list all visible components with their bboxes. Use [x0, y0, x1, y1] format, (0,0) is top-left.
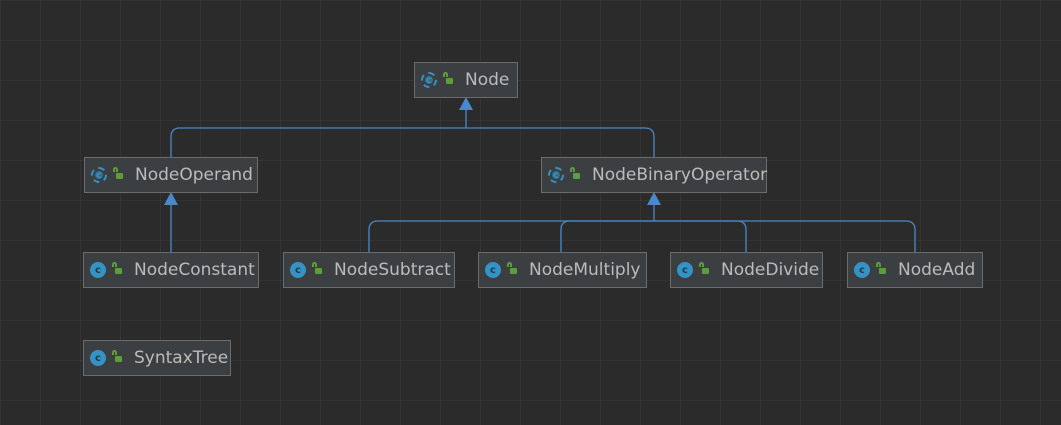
- abstract-class-icon: c: [548, 167, 564, 183]
- class-node-operand[interactable]: c NodeOperand: [84, 157, 258, 193]
- arrowhead-node: [459, 97, 473, 110]
- node-label: NodeBinaryOperator: [592, 164, 768, 185]
- edge-add-to-binop: [654, 220, 916, 252]
- node-label: NodeOperand: [135, 164, 253, 185]
- edge-binop-to-node: [466, 127, 655, 157]
- class-icon: c: [485, 262, 501, 278]
- node-label: NodeDivide: [721, 259, 820, 280]
- public-access-icon: [443, 72, 453, 85]
- node-label: NodeAdd: [898, 259, 976, 280]
- public-access-icon: [113, 167, 123, 180]
- class-node-constant[interactable]: c NodeConstant: [83, 252, 259, 288]
- public-access-icon: [112, 262, 122, 275]
- edge-subtract-to-binop: [368, 205, 655, 252]
- class-node-subtract[interactable]: c NodeSubtract: [283, 252, 455, 288]
- class-icon: c: [677, 262, 693, 278]
- class-node-multiply[interactable]: c NodeMultiply: [478, 252, 647, 288]
- edge-divide-to-binop: [654, 220, 747, 252]
- arrowhead-binop: [647, 192, 661, 205]
- edge-multiply-to-binop: [560, 220, 654, 252]
- class-icon: c: [90, 350, 106, 366]
- class-icon: c: [854, 262, 870, 278]
- public-access-icon: [699, 262, 709, 275]
- class-node-add[interactable]: c NodeAdd: [847, 252, 983, 288]
- public-access-icon: [570, 167, 580, 180]
- class-node-binary-operator[interactable]: c NodeBinaryOperator: [541, 157, 767, 193]
- node-label: Node: [465, 69, 510, 90]
- abstract-class-icon: c: [421, 72, 437, 88]
- arrowhead-operand: [164, 192, 178, 205]
- node-label: NodeConstant: [134, 259, 255, 280]
- class-node-divide[interactable]: c NodeDivide: [670, 252, 823, 288]
- class-icon: c: [290, 262, 306, 278]
- node-label: SyntaxTree: [134, 347, 229, 368]
- public-access-icon: [876, 262, 886, 275]
- edge-operand-to-node: [170, 110, 467, 157]
- node-label: NodeMultiply: [529, 259, 641, 280]
- public-access-icon: [312, 262, 322, 275]
- class-node-syntax-tree[interactable]: c SyntaxTree: [83, 340, 231, 376]
- public-access-icon: [507, 262, 517, 275]
- public-access-icon: [112, 350, 122, 363]
- class-icon: c: [90, 262, 106, 278]
- abstract-class-icon: c: [91, 167, 107, 183]
- class-node-node[interactable]: c Node: [414, 62, 518, 98]
- node-label: NodeSubtract: [334, 259, 451, 280]
